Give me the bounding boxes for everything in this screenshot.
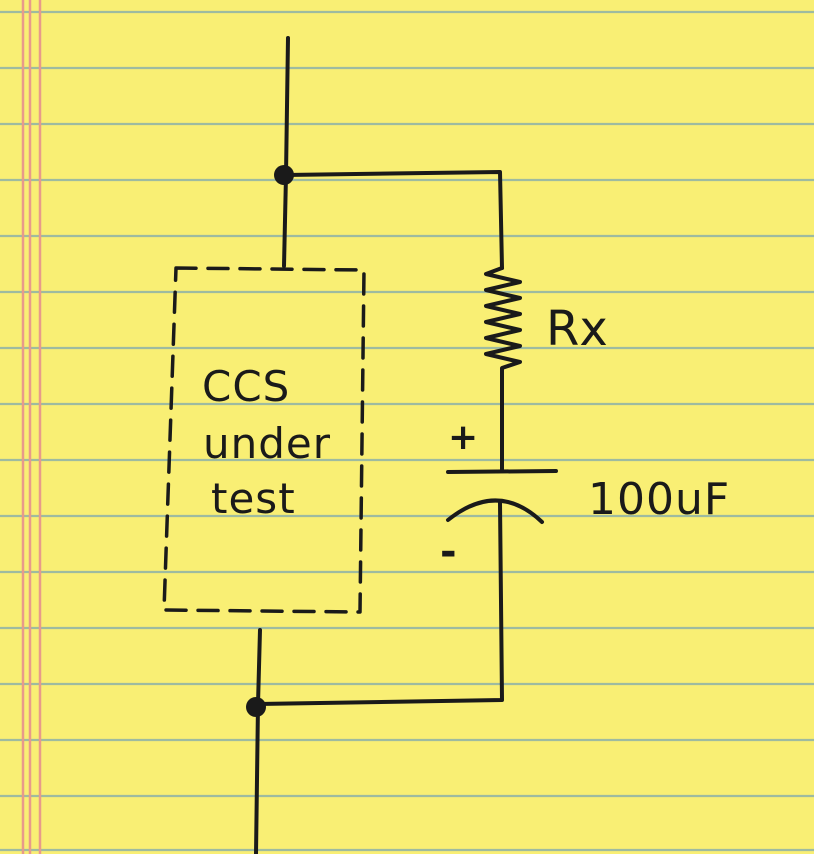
- capacitor-plus-sign: +: [448, 417, 479, 458]
- capacitor-label: 100uF: [588, 474, 731, 525]
- box-label-line-3: test: [211, 474, 296, 523]
- top-junction-node: [274, 165, 294, 185]
- top-lead-wire: [284, 36, 290, 177]
- top-branch-wire: [284, 170, 504, 270]
- box-to-bottom-wire: [256, 628, 262, 706]
- resistor-label: Rx: [546, 301, 608, 357]
- capacitor-minus-sign: -: [440, 529, 457, 575]
- capacitor-to-bottom-wire: [256, 501, 504, 706]
- ruled-lines: [0, 10, 814, 852]
- top-to-box-wire: [282, 173, 288, 268]
- box-label-line-2: under: [203, 419, 332, 468]
- box-label-line-1: CCS: [202, 362, 291, 411]
- bottom-junction-node: [246, 697, 266, 717]
- margin-lines: [21, 0, 42, 854]
- capacitor-plate: [446, 469, 558, 474]
- circuit: [162, 36, 558, 854]
- capacitor-curved-plate: [446, 498, 544, 524]
- bottom-lead-wire: [254, 702, 260, 854]
- resistor-symbol: [484, 266, 522, 472]
- ccs-box-outline: [162, 266, 366, 614]
